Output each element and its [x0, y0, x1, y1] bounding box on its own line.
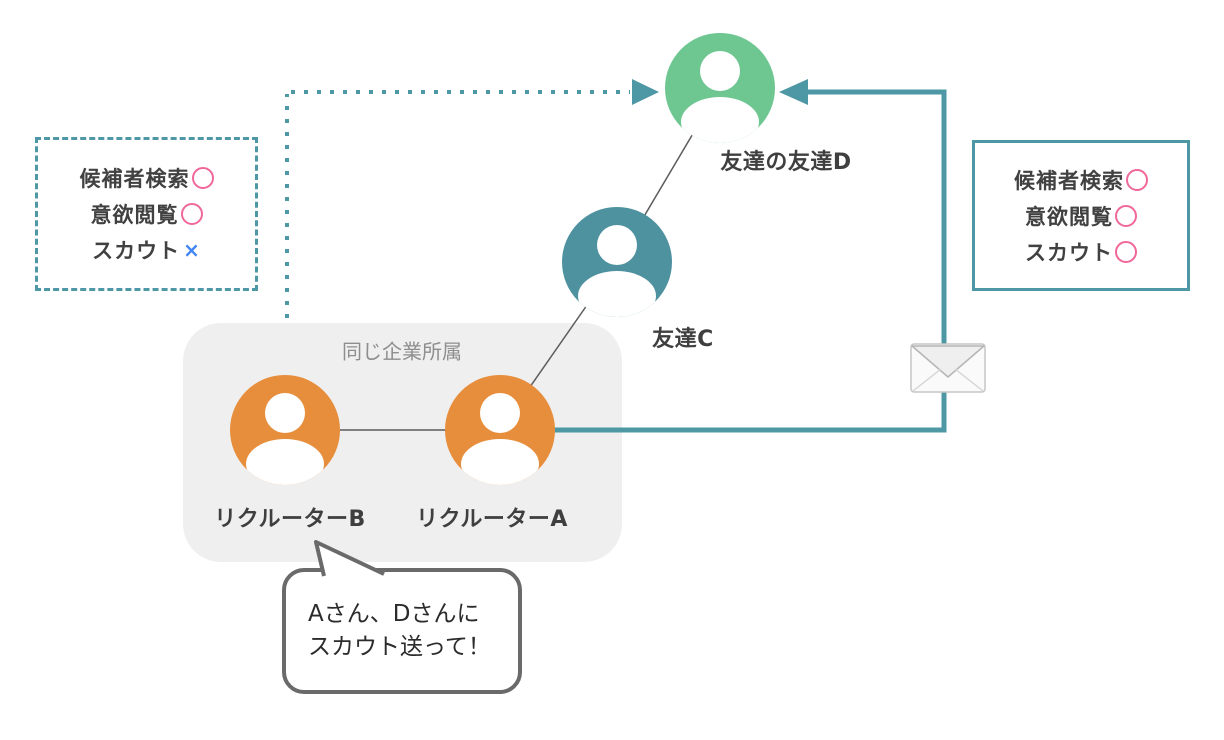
permission-row: 候補者検索 [1014, 162, 1148, 198]
person-head-shape [265, 393, 305, 433]
person-icon-recruiter-a [445, 375, 555, 485]
speech-line-2: スカウト送って！ [308, 634, 491, 660]
label-friend-c: 友達C [652, 327, 714, 352]
permissions-panel-recruiter-a: 候補者検索 意欲閲覧 スカウト [972, 140, 1190, 291]
person-head-shape [480, 393, 520, 433]
permission-text: 意欲閲覧 [1025, 204, 1113, 229]
person-torso-shape [578, 271, 656, 317]
speech-bubble: Aさん、Dさんに スカウト送って！ [282, 568, 522, 694]
person-icon-friend-c [562, 207, 672, 317]
label-recruiter-a: リクルーターA [416, 507, 568, 532]
permission-row: スカウト [1025, 234, 1137, 270]
circle-ok-icon [180, 203, 203, 225]
permission-text: 候補者検索 [79, 167, 190, 191]
person-icon-recruiter-b [230, 375, 340, 485]
permission-text: 候補者検索 [1014, 168, 1124, 193]
permission-row: スカウト× [92, 232, 201, 268]
scout-path-line [552, 89, 947, 433]
person-torso-shape [246, 439, 324, 485]
person-torso-shape [461, 439, 539, 485]
person-head-shape [597, 225, 637, 265]
permission-row: 意欲閲覧 [1025, 198, 1137, 234]
speech-bubble-text: Aさん、Dさんに スカウト送って！ [308, 598, 491, 664]
circle-ok-icon [1115, 204, 1137, 227]
person-head-shape [700, 51, 740, 91]
circle-ok-icon [191, 167, 214, 189]
person-torso-shape [681, 97, 759, 143]
x-mark-icon: × [183, 238, 201, 262]
permission-text: スカウト [92, 239, 181, 263]
permission-text: スカウト [1025, 240, 1113, 265]
speech-bubble-tail [314, 540, 385, 577]
label-recruiter-b: リクルーターB [214, 507, 366, 532]
envelope-icon [910, 343, 986, 393]
speech-line-1: Aさん、Dさんに [308, 601, 480, 627]
label-friend-of-friend-d: 友達の友達D [720, 150, 852, 175]
permission-text: 意欲閲覧 [90, 203, 179, 227]
scout-arrowhead-icon [779, 79, 808, 105]
circle-ok-icon [1115, 240, 1137, 263]
permission-row: 候補者検索 [80, 160, 214, 196]
dotted-arrowhead-icon [632, 79, 659, 105]
permissions-panel-recruiter-b: 候補者検索 意欲閲覧 スカウト× [35, 137, 258, 291]
person-icon-friend-of-friend-d [665, 33, 775, 143]
permission-row: 意欲閲覧 [91, 196, 203, 232]
group-box-label: 同じ企業所属 [342, 339, 462, 364]
circle-ok-icon [1126, 168, 1148, 191]
